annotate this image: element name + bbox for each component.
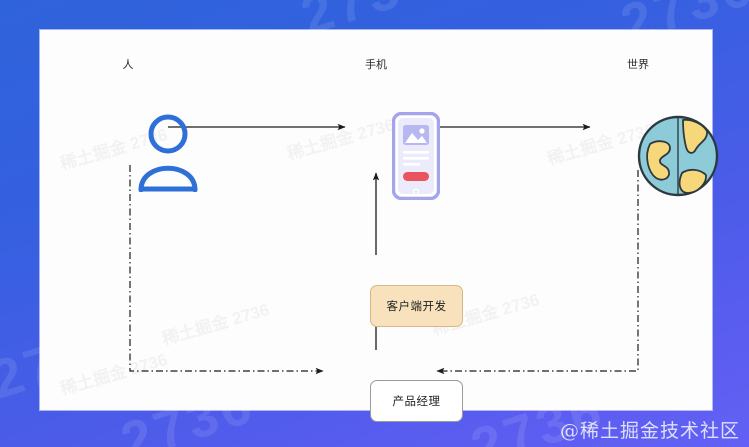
community-watermark: @稀土掘金技术社区 [559, 420, 740, 442]
node-label-product-manager: 产品经理 [392, 396, 441, 408]
edge-person-to-pm [129, 165, 324, 375]
node-label-person: 人 [122, 59, 134, 71]
canvas-watermark: 稀土掘金 2736 [58, 350, 170, 399]
canvas-watermark: 稀土掘金 2736 [285, 115, 397, 164]
canvas-watermark: 稀土掘金 2736 [160, 300, 272, 349]
node-label-client-dev: 客户端开发 [386, 301, 447, 313]
edge-world-to-pm [436, 170, 639, 375]
edge-layer [129, 123, 639, 375]
diagram-canvas: 稀土掘金 2736 稀土掘金 2736 稀土掘金 2736 稀土掘金 2736 … [40, 30, 719, 422]
person-icon [137, 112, 199, 193]
node-label-phone: 手机 [365, 59, 387, 71]
node-label-world: 世界 [627, 59, 649, 71]
mobile-phone-icon [391, 111, 441, 201]
globe-icon [636, 114, 720, 198]
node-client-dev[interactable]: 客户端开发 [370, 285, 463, 327]
node-product-manager[interactable]: 产品经理 [370, 380, 463, 422]
